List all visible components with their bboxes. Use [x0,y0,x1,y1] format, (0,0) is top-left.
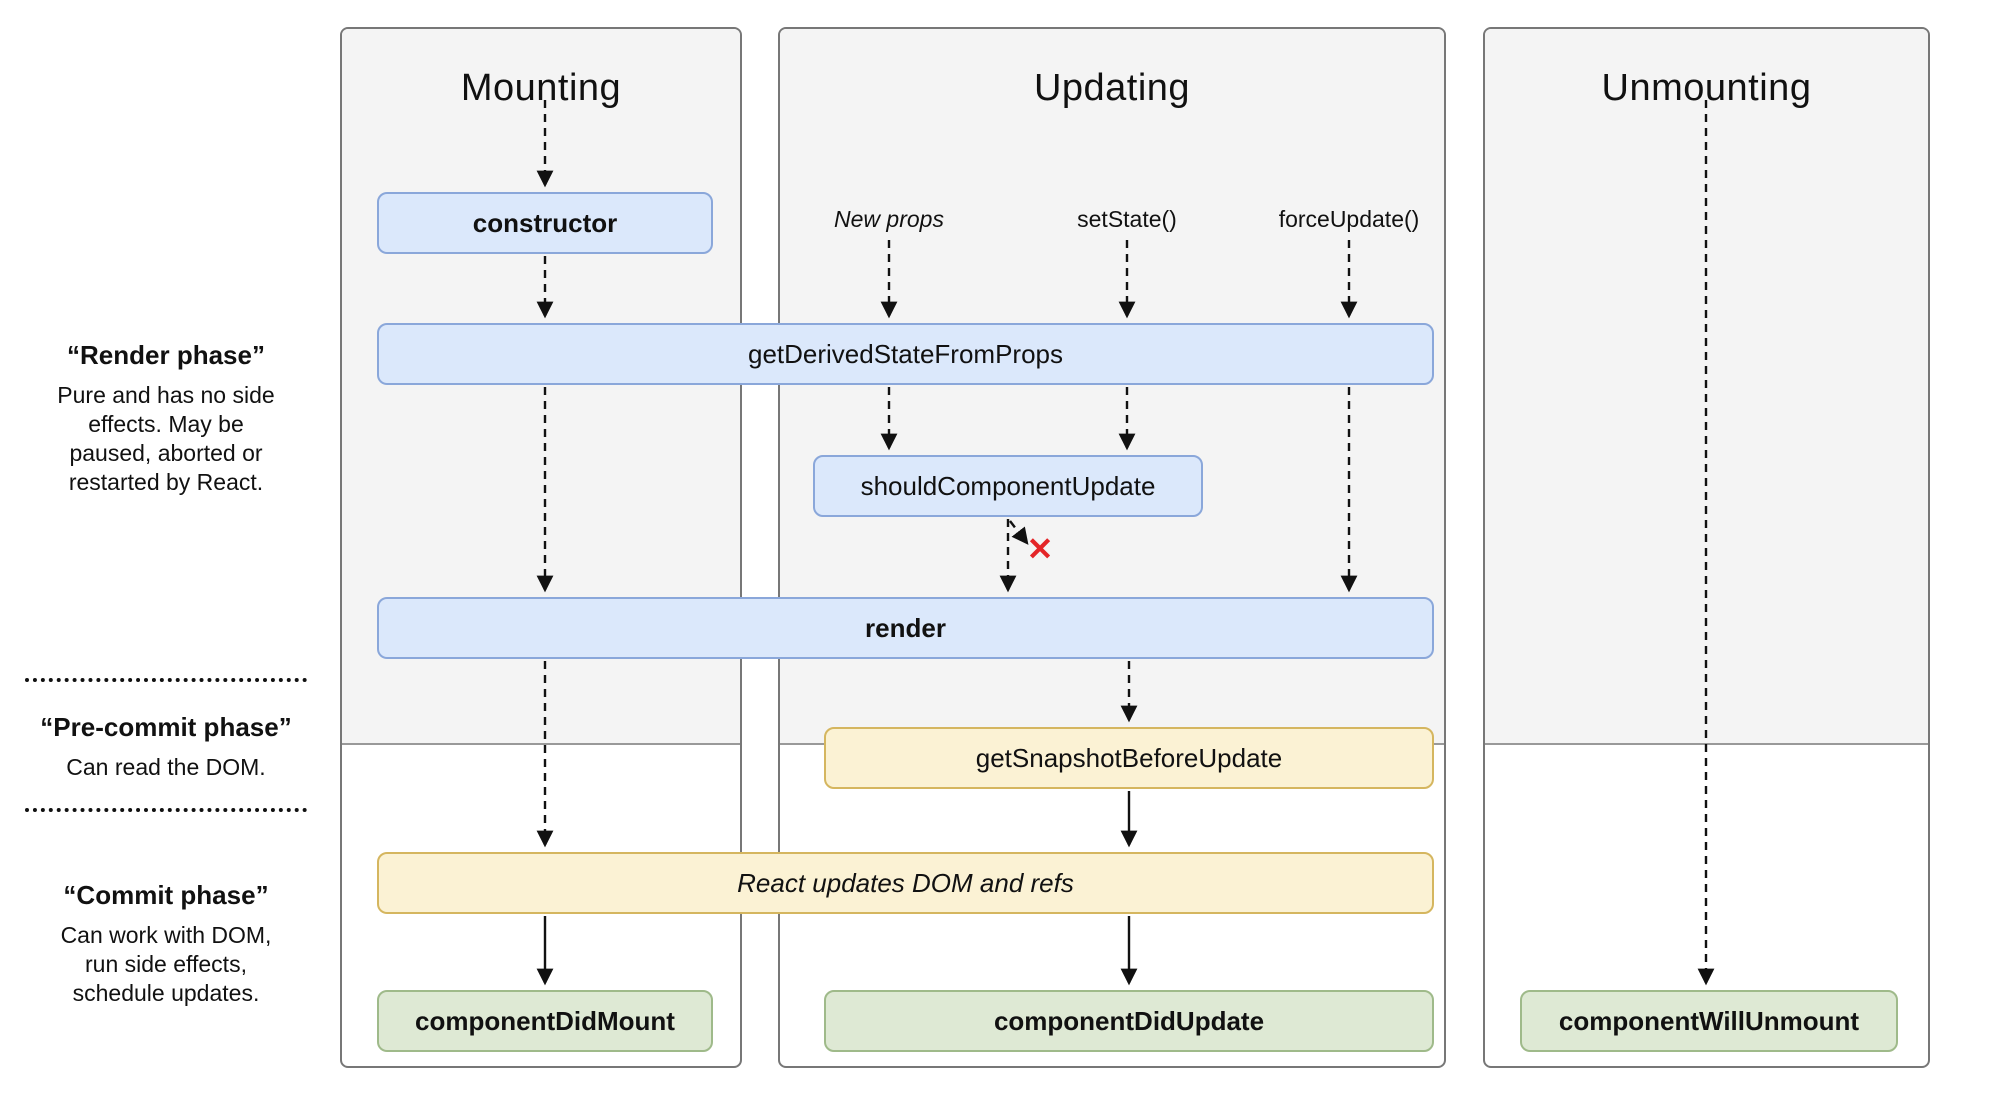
phase-divider-bottom [25,808,307,812]
pre-commit-phase-annotation: “Pre-commit phase” Can read the DOM. [20,712,312,782]
lifecycle-box-render[interactable]: render [377,597,1434,659]
arrow-scu-to-cancel [1009,520,1029,545]
commit-phase-annotation: “Commit phase” Can work with DOM, run si… [20,880,312,1008]
update-cancelled-x-icon: ✕ [1026,531,1054,567]
trigger-set-state[interactable]: setState() [1077,206,1177,232]
render-phase-title: “Render phase” [67,340,265,370]
pre-commit-phase-title: “Pre-commit phase” [40,712,292,742]
trigger-force-update[interactable]: forceUpdate() [1278,206,1420,232]
render-phase-annotation: “Render phase” Pure and has no side effe… [20,340,312,497]
updating-panel-title: Updating [1033,67,1191,109]
lifecycle-box-get-snapshot-before-update[interactable]: getSnapshotBeforeUpdate [824,727,1434,789]
lifecycle-box-component-did-update[interactable]: componentDidUpdate [824,990,1434,1052]
render-phase-description: Pure and has no side effects. May be pau… [57,382,275,495]
react-updates-dom-box: React updates DOM and refs [377,852,1434,914]
mounting-panel-title: Mounting [460,67,622,109]
phase-divider-top [25,678,307,682]
lifecycle-box-component-will-unmount[interactable]: componentWillUnmount [1520,990,1898,1052]
commit-phase-title: “Commit phase” [63,880,269,910]
commit-phase-description: Can work with DOM, run side effects, sch… [60,922,272,1006]
trigger-new-props: New props [834,206,944,232]
pre-commit-phase-description: Can read the DOM. [66,754,266,780]
lifecycle-box-constructor[interactable]: constructor [377,192,713,254]
lifecycle-box-get-derived-state-from-props[interactable]: getDerivedStateFromProps [377,323,1434,385]
lifecycle-box-should-component-update[interactable]: shouldComponentUpdate [813,455,1203,517]
lifecycle-box-component-did-mount[interactable]: componentDidMount [377,990,713,1052]
